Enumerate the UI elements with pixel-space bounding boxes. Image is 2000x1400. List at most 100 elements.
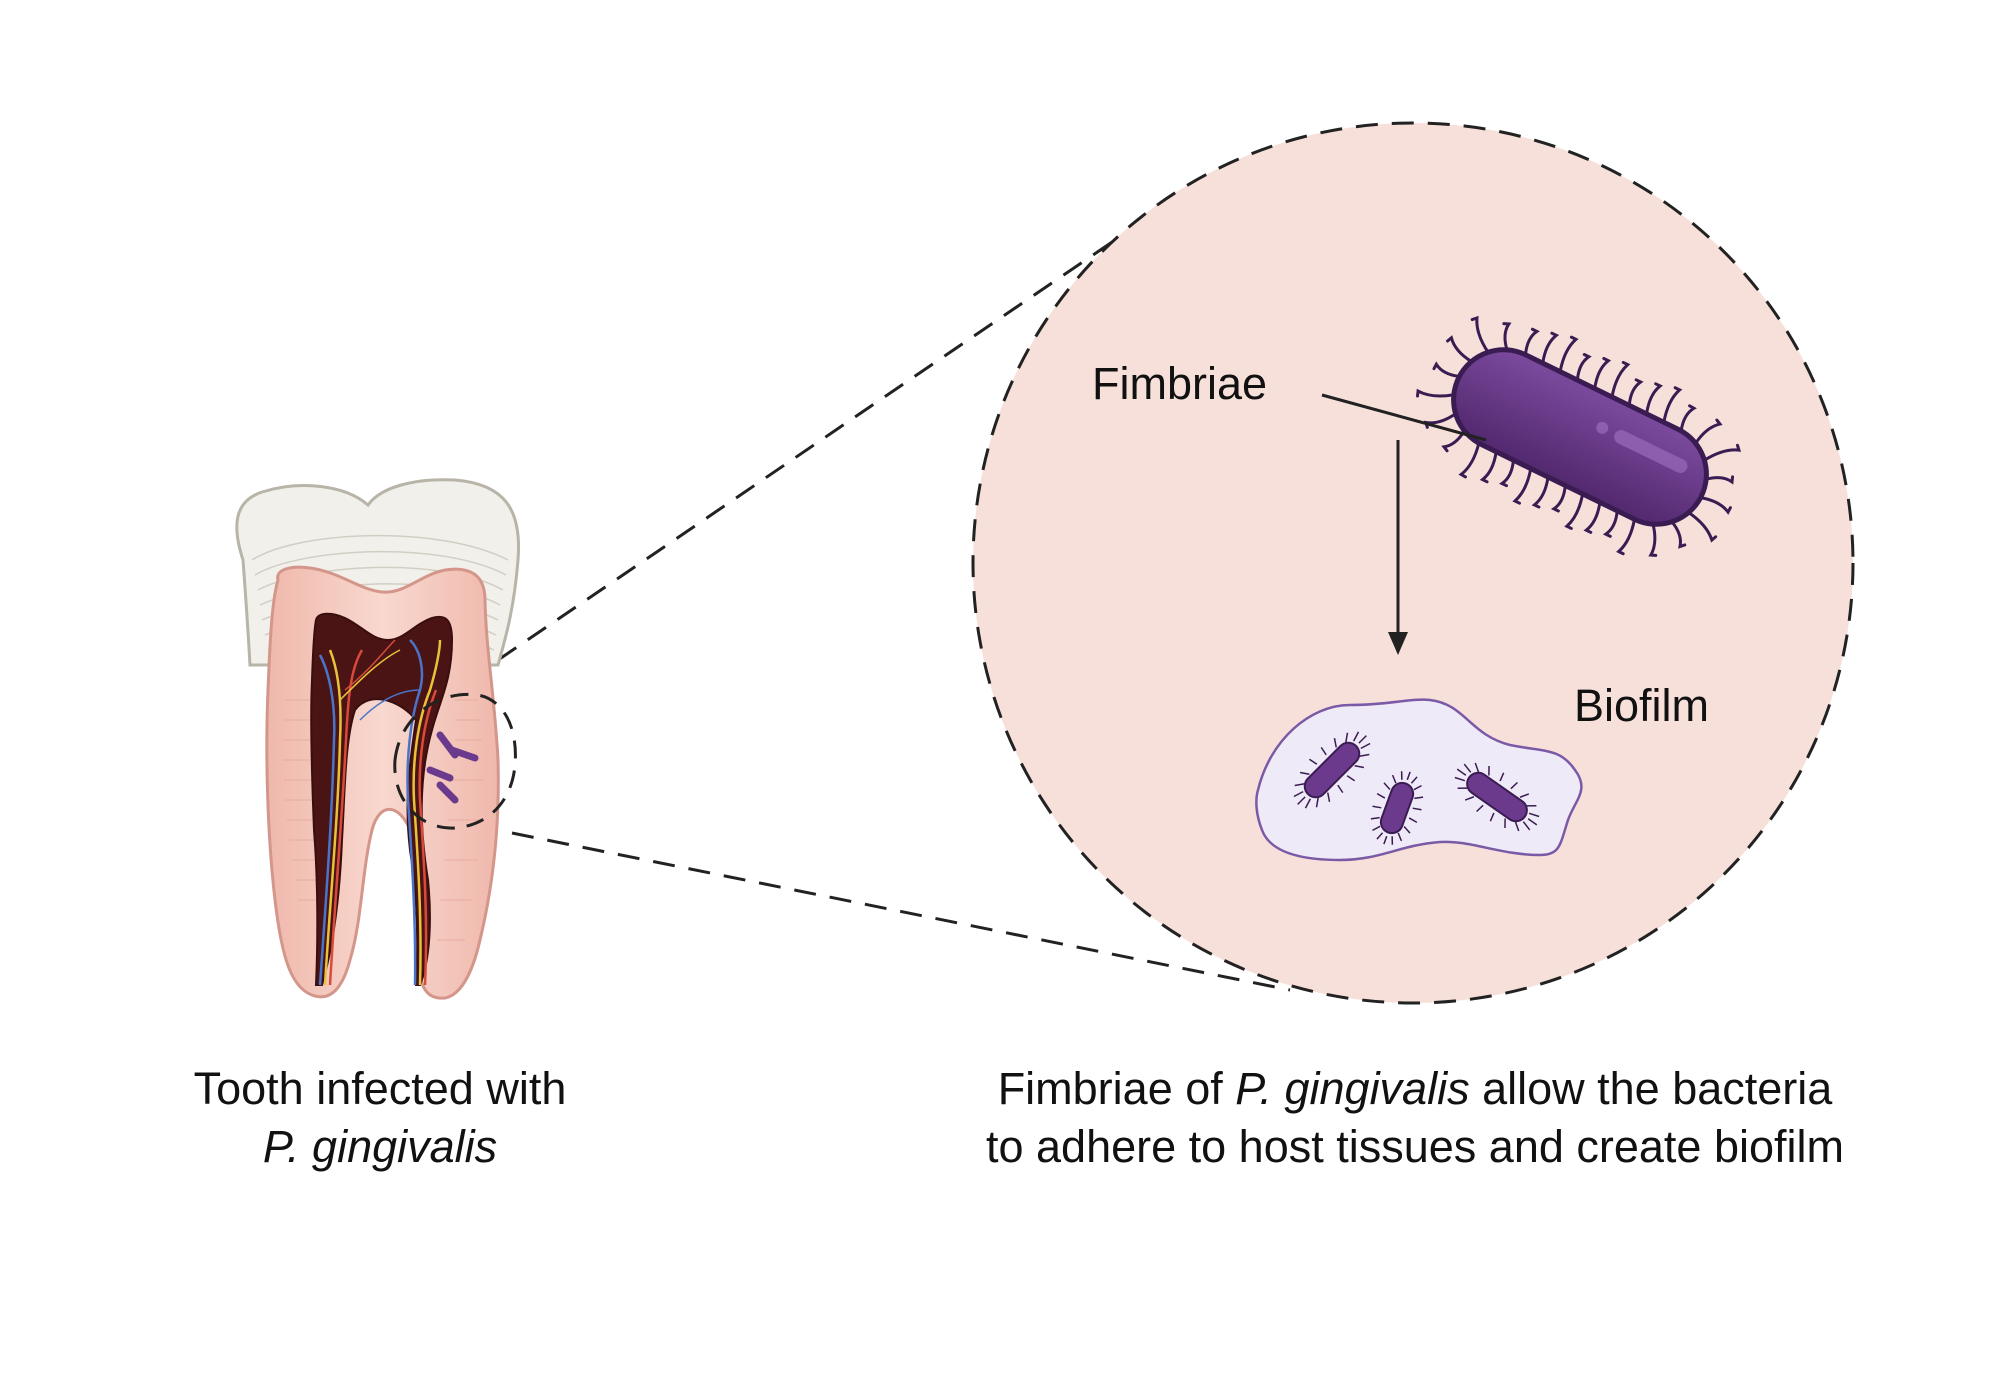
fimbria bbox=[1502, 322, 1512, 352]
fimbria bbox=[1416, 388, 1456, 398]
bacterium-highlight-dot bbox=[1596, 421, 1609, 434]
fimbria bbox=[1360, 742, 1371, 750]
fimbria bbox=[1704, 475, 1735, 485]
zoom-connector-top bbox=[497, 236, 1119, 662]
fimbria bbox=[1488, 766, 1490, 776]
fimbria bbox=[1463, 763, 1472, 773]
fimbria bbox=[1383, 835, 1388, 845]
fimbria bbox=[1376, 792, 1386, 799]
rod-bacterium-icon bbox=[1416, 315, 1742, 557]
fimbria bbox=[1670, 520, 1687, 549]
fimbria bbox=[1333, 737, 1337, 748]
biofilm-bacterium-body bbox=[1379, 781, 1415, 835]
fimbria bbox=[1531, 475, 1550, 509]
caption-zoom-species: P. gingivalis bbox=[1235, 1063, 1470, 1114]
fimbria bbox=[1499, 458, 1515, 488]
biofilm-matrix bbox=[1255, 698, 1583, 862]
fimbria bbox=[1299, 771, 1310, 775]
fimbria bbox=[1403, 826, 1411, 834]
fimbria bbox=[1456, 768, 1467, 776]
fimbria bbox=[1304, 798, 1312, 809]
fimbria bbox=[1457, 787, 1468, 789]
fimbria bbox=[1412, 807, 1422, 811]
fimbria bbox=[1528, 812, 1540, 818]
fimbria bbox=[1504, 818, 1506, 828]
fimbria bbox=[1564, 492, 1585, 530]
tooth-dentin bbox=[265, 565, 500, 1000]
biofilm-bacterium-body bbox=[1466, 771, 1528, 823]
caption-tooth-species: P. gingivalis bbox=[262, 1121, 498, 1172]
tooth-nerves bbox=[318, 639, 442, 986]
caption-zoom-line2: to adhere to host tissues and create bio… bbox=[986, 1121, 1844, 1172]
zoom-circle bbox=[971, 121, 1855, 1005]
fimbria bbox=[1413, 784, 1422, 791]
fimbriae bbox=[1416, 315, 1742, 557]
fimbria bbox=[1327, 792, 1331, 803]
arrow-down bbox=[1388, 440, 1408, 655]
fimbria bbox=[1679, 404, 1697, 433]
fimbria bbox=[1337, 784, 1344, 794]
fimbria bbox=[1414, 796, 1424, 800]
fimbria bbox=[1346, 775, 1356, 782]
fimbria bbox=[1512, 467, 1533, 505]
fimbria bbox=[1583, 500, 1602, 534]
fimbria bbox=[1454, 776, 1466, 782]
fimbria bbox=[1383, 782, 1391, 790]
fimbria bbox=[1662, 386, 1683, 424]
fimbria bbox=[1315, 797, 1319, 808]
caption-zoom: Fimbriae of P. gingivalis allow the bact… bbox=[905, 1060, 1925, 1176]
fimbria bbox=[1432, 361, 1461, 378]
biofilm-bacterium-2 bbox=[1370, 771, 1424, 845]
fimbria bbox=[1352, 731, 1360, 742]
fimbria bbox=[1550, 483, 1567, 513]
fimbria bbox=[1294, 783, 1305, 787]
fimbria bbox=[1645, 382, 1663, 416]
infection-highlight bbox=[393, 692, 517, 830]
fimbria bbox=[1694, 418, 1723, 445]
fimbria bbox=[1541, 331, 1560, 365]
caption-tooth: Tooth infected with P. gingivalis bbox=[130, 1060, 630, 1176]
fimbria bbox=[1400, 771, 1403, 780]
fimbria bbox=[1345, 732, 1349, 743]
fimbriae-leader-line bbox=[1321, 393, 1487, 442]
caption-tooth-line2: P. gingivalis bbox=[130, 1118, 630, 1176]
biofilm-bacterium-3 bbox=[1454, 762, 1540, 832]
fimbria bbox=[1370, 816, 1380, 820]
fimbria bbox=[1479, 450, 1498, 484]
fimbria bbox=[1354, 765, 1365, 769]
fimbria bbox=[1391, 774, 1397, 784]
fimbria bbox=[1293, 790, 1304, 798]
fimbriae-label: Fimbriae bbox=[1092, 358, 1268, 409]
biofilm-label: Biofilm bbox=[1574, 680, 1710, 731]
fimbria bbox=[1514, 821, 1520, 832]
fimbria bbox=[1522, 821, 1531, 831]
fimbria bbox=[1391, 836, 1394, 845]
fimbria bbox=[1458, 441, 1481, 479]
caption-zoom-pre: Fimbriae of bbox=[997, 1063, 1236, 1114]
caption-tooth-line1: Tooth infected with bbox=[193, 1063, 567, 1114]
fimbria bbox=[1464, 796, 1475, 801]
fimbria bbox=[1359, 753, 1370, 757]
fimbria bbox=[1524, 327, 1540, 357]
fimbria bbox=[1610, 360, 1631, 399]
fimbria bbox=[1499, 772, 1505, 782]
tooth-bacterium-3 bbox=[426, 766, 454, 782]
fimbria bbox=[1358, 735, 1367, 744]
fimbria bbox=[1602, 509, 1619, 538]
dentin-tubules bbox=[283, 699, 484, 941]
bacterium-highlight bbox=[1614, 430, 1688, 473]
fimbria bbox=[1526, 805, 1537, 807]
zoom-connector-lines bbox=[497, 236, 1291, 992]
bacterium-body bbox=[1451, 347, 1709, 527]
fimbria bbox=[1648, 522, 1658, 557]
fimbria bbox=[1410, 776, 1418, 784]
caption-zoom-line1: Fimbriae of P. gingivalis allow the bact… bbox=[905, 1060, 1925, 1118]
tooth-bacterium-4 bbox=[436, 781, 459, 804]
fimbria bbox=[1397, 832, 1403, 842]
biofilm-bacterium-1 bbox=[1293, 731, 1371, 809]
fimbria bbox=[1470, 315, 1490, 354]
fimbria bbox=[1308, 758, 1318, 765]
fimbria bbox=[1376, 832, 1384, 840]
fimbria bbox=[1446, 335, 1473, 364]
